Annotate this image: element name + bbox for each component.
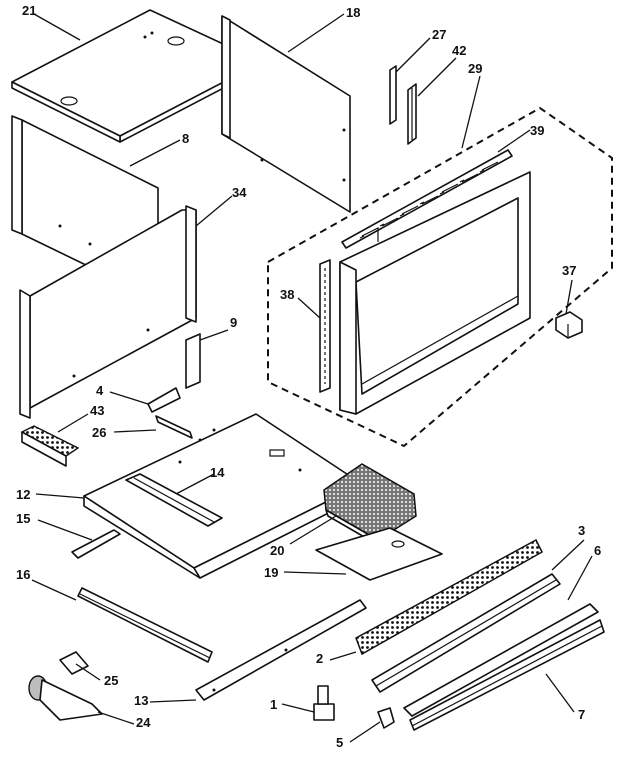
callout-9: 9: [230, 315, 238, 330]
switch-1: [313, 685, 335, 721]
callout-19: 19: [264, 565, 279, 580]
callout-37: 37: [562, 263, 577, 278]
callout-29: 29: [468, 61, 483, 76]
callout-6: 6: [594, 543, 602, 558]
callout-38: 38: [280, 287, 295, 302]
callout-8: 8: [182, 131, 190, 146]
callout-26: 26: [92, 425, 107, 440]
bracket-25: [59, 651, 89, 675]
bracket-9: [185, 333, 201, 389]
clip-5: [377, 707, 395, 729]
bracket-42: [407, 83, 417, 145]
callout-15: 15: [16, 511, 31, 526]
vent-strip-39: [341, 149, 513, 249]
duct-24: [28, 675, 103, 721]
rail-14: [125, 473, 223, 527]
callout-12: 12: [16, 487, 31, 502]
filter-cover-19: [315, 527, 443, 581]
callout-3: 3: [578, 523, 586, 538]
grille-2: [355, 538, 543, 656]
callout-4: 4: [96, 383, 104, 398]
strip-26: [155, 415, 193, 439]
side-panel-right: [221, 15, 351, 213]
rail-15: [71, 529, 121, 559]
front-frame: [339, 161, 531, 415]
callout-18: 18: [346, 5, 361, 20]
channel-7: [409, 619, 605, 731]
trim-3: [371, 573, 561, 693]
leader-lines: [31, 13, 593, 743]
callout-27: 27: [432, 27, 447, 42]
callout-13: 13: [134, 693, 149, 708]
spacer-43: [20, 425, 80, 467]
callout-24: 24: [136, 715, 151, 730]
callout-39: 39: [530, 123, 545, 138]
bracket-27: [389, 65, 397, 125]
side-trim-38: [319, 259, 331, 393]
trim-6: [403, 603, 599, 717]
callout-2: 2: [316, 651, 324, 666]
callout-43: 43: [90, 403, 105, 418]
callout-14: 14: [210, 465, 225, 480]
callout-7: 7: [578, 707, 586, 722]
callout-1: 1: [270, 697, 278, 712]
callout-16: 16: [16, 567, 31, 582]
base-pan: [83, 413, 367, 579]
callout-34: 34: [232, 185, 247, 200]
rail-13: [195, 599, 367, 701]
rail-16: [77, 587, 213, 663]
callout-42: 42: [452, 43, 467, 58]
callout-21: 21: [22, 3, 37, 18]
callout-5: 5: [336, 735, 344, 750]
clip-37: [555, 311, 583, 339]
clip-4: [147, 387, 181, 413]
trim-kit-boundary: [267, 106, 613, 448]
callout-25: 25: [104, 673, 119, 688]
callout-20: 20: [270, 543, 285, 558]
rear-lower-panel: [19, 205, 197, 419]
